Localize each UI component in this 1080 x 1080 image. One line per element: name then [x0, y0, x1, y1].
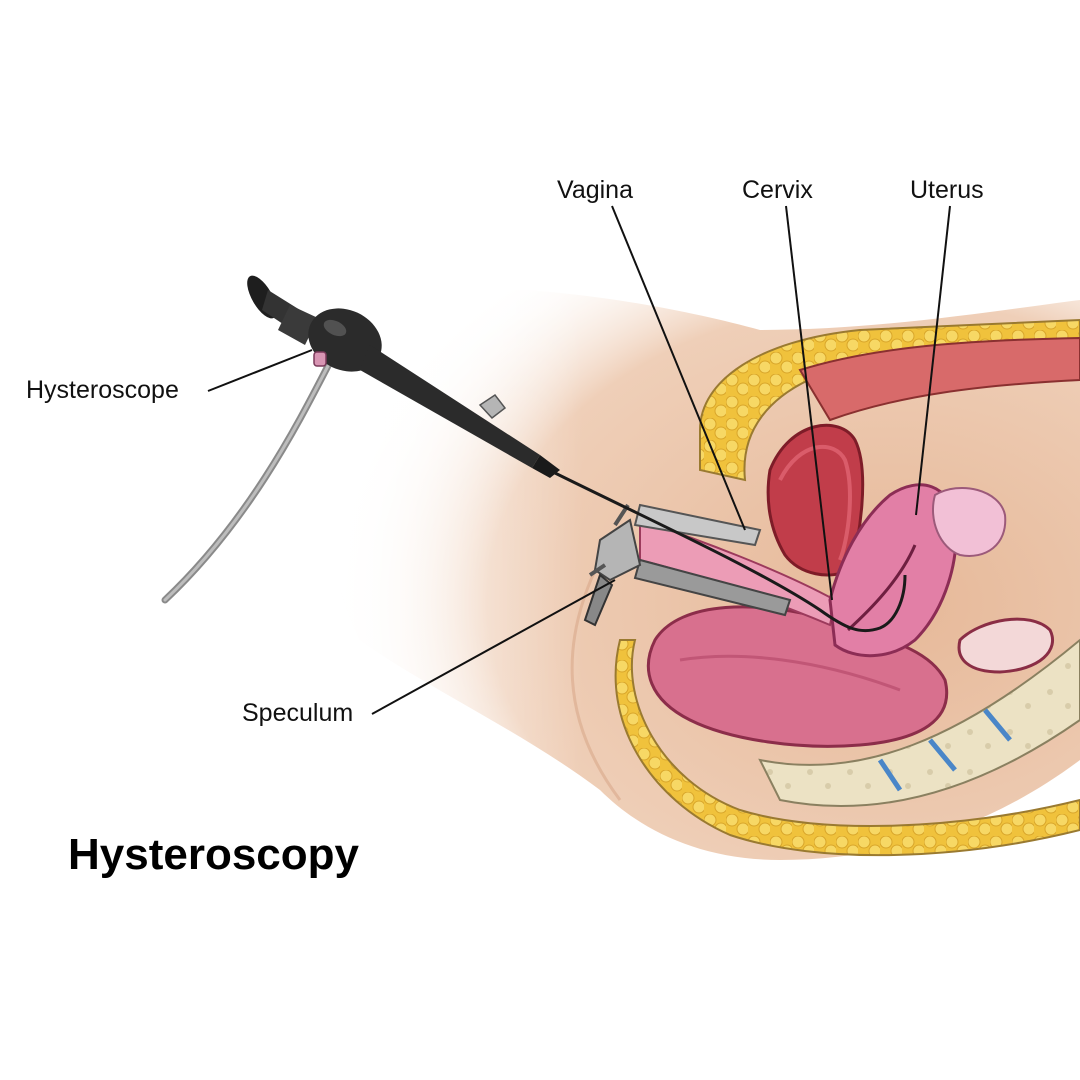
hysteroscope: [161, 275, 907, 633]
leader-line-vagina: [611, 205, 746, 531]
label-vagina: Vagina: [557, 176, 633, 204]
label-speculum: Speculum: [242, 699, 354, 727]
abdominal-muscle: [798, 336, 1080, 422]
ovary: [932, 486, 1007, 557]
leader-lines: [207, 205, 951, 715]
label-cervix: Cervix: [742, 176, 813, 204]
leader-line-cervix: [785, 205, 833, 601]
leader-line-speculum: [371, 579, 616, 715]
leader-line-hysteroscope: [207, 349, 313, 392]
label-hysteroscope: Hysteroscope: [26, 376, 179, 404]
leader-line-uterus: [915, 205, 951, 516]
diagram-title: Hysteroscopy: [68, 830, 360, 879]
label-uterus: Uterus: [910, 176, 984, 204]
sacrum: [758, 638, 1080, 808]
intestine-outline: [957, 617, 1054, 674]
